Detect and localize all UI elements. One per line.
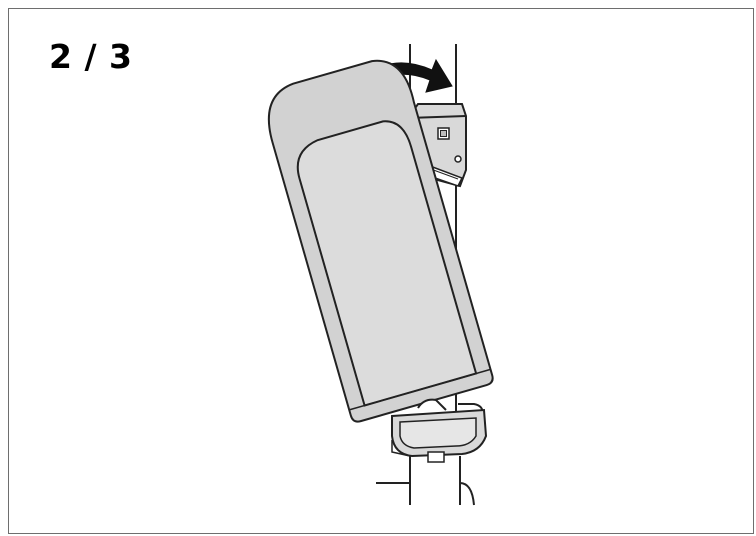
bottom-cradle-mount <box>391 398 488 463</box>
step-indicator: 2 / 3 <box>49 37 133 76</box>
battery-pack <box>267 59 494 423</box>
